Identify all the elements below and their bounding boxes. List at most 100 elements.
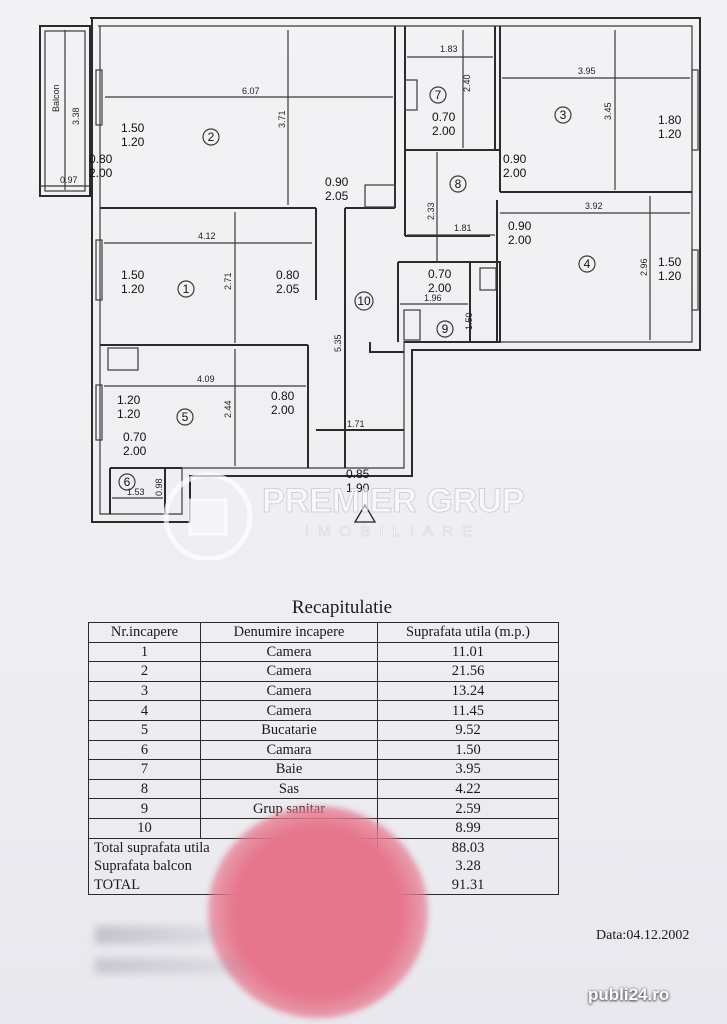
- svg-text:1.20: 1.20: [121, 282, 145, 296]
- svg-text:0.80: 0.80: [271, 389, 295, 403]
- dimension-lines: [40, 30, 690, 499]
- table-cell: Camera: [200, 700, 378, 721]
- interior-walls: [100, 26, 692, 514]
- svg-text:0.85: 0.85: [346, 467, 370, 481]
- table-cell: 8.99: [377, 817, 559, 839]
- svg-text:5.35: 5.35: [333, 334, 343, 352]
- blurred-signature: [95, 918, 245, 998]
- watermark-brand: PREMIER GRUP: [262, 482, 525, 520]
- table-cell: Baie: [200, 759, 378, 780]
- svg-text:4.12: 4.12: [198, 231, 216, 241]
- floor-plan: Balcon: [39, 17, 701, 560]
- table-cell: 11.45: [377, 700, 559, 721]
- column-header: Nr.incapere: [88, 622, 201, 643]
- svg-text:3.92: 3.92: [585, 201, 603, 211]
- svg-text:2.33: 2.33: [426, 202, 436, 220]
- svg-text:3.38: 3.38: [71, 107, 81, 125]
- svg-text:0.80: 0.80: [89, 152, 113, 166]
- table-cell: 3: [88, 680, 201, 702]
- svg-text:0.98: 0.98: [154, 478, 164, 496]
- table-cell: Camera: [200, 661, 378, 682]
- svg-text:1.90: 1.90: [346, 481, 370, 495]
- room-number: 7: [435, 88, 442, 102]
- svg-text:1.50: 1.50: [121, 268, 145, 282]
- watermark-sub: IMOBILIARE: [305, 523, 481, 540]
- room-number: 8: [455, 177, 462, 191]
- svg-text:2.44: 2.44: [223, 400, 233, 418]
- svg-text:2.96: 2.96: [639, 258, 649, 276]
- svg-text:0.70: 0.70: [123, 430, 147, 444]
- table-cell: 9: [88, 798, 201, 819]
- table-cell: 2.59: [377, 798, 559, 819]
- table-cell: 4.22: [377, 778, 559, 800]
- column-header: Denumire incapere: [200, 622, 378, 643]
- table-cell: 1.50: [377, 739, 559, 761]
- svg-text:2.00: 2.00: [428, 281, 452, 295]
- svg-text:1.81: 1.81: [454, 223, 472, 233]
- watermark: PREMIER GRUP IMOBILIARE: [163, 472, 525, 560]
- svg-text:1.50: 1.50: [658, 255, 682, 269]
- balcony-label: Balcon: [51, 84, 61, 112]
- svg-text:1.50: 1.50: [121, 121, 145, 135]
- svg-text:0.97: 0.97: [60, 175, 78, 185]
- table-cell: 8: [88, 778, 201, 800]
- svg-text:1.20: 1.20: [117, 393, 141, 407]
- room-number: 2: [208, 130, 215, 144]
- table-cell: 13.24: [377, 680, 559, 702]
- svg-text:0.90: 0.90: [508, 219, 532, 233]
- dimension-values: 3.38 0.97 6.07 3.71 1.83 2.40 3.95 3.45 …: [60, 44, 649, 497]
- table-cell: Bucatarie: [200, 719, 378, 741]
- room-number: 4: [584, 257, 591, 271]
- svg-text:0.80: 0.80: [276, 268, 300, 282]
- svg-text:2.00: 2.00: [432, 124, 456, 138]
- table-cell: 7: [88, 759, 201, 780]
- svg-text:2.00: 2.00: [123, 444, 147, 458]
- windows: [95, 69, 699, 441]
- svg-text:1.80: 1.80: [658, 113, 682, 127]
- room-number: 10: [357, 294, 371, 308]
- table-cell: 3.95: [377, 759, 559, 780]
- svg-text:0.90: 0.90: [503, 152, 527, 166]
- svg-text:1.20: 1.20: [117, 407, 141, 421]
- svg-text:2.40: 2.40: [462, 74, 472, 92]
- svg-text:1.20: 1.20: [121, 135, 145, 149]
- svg-text:1.20: 1.20: [658, 269, 682, 283]
- stamp: [208, 806, 428, 1018]
- table-cell: 10: [88, 817, 201, 839]
- svg-text:1.83: 1.83: [440, 44, 458, 54]
- svg-text:2.00: 2.00: [503, 166, 527, 180]
- svg-text:2.05: 2.05: [276, 282, 300, 296]
- svg-text:1.53: 1.53: [127, 487, 145, 497]
- svg-text:1.71: 1.71: [347, 419, 365, 429]
- svg-text:3.45: 3.45: [603, 102, 613, 120]
- column-header: Suprafata utila (m.p.): [377, 622, 559, 643]
- table-cell: Sas: [200, 778, 378, 800]
- svg-text:3.71: 3.71: [277, 110, 287, 128]
- room-number: 3: [560, 108, 567, 122]
- svg-text:3.95: 3.95: [578, 66, 596, 76]
- room-number: 9: [442, 322, 449, 336]
- svg-text:1.20: 1.20: [658, 127, 682, 141]
- svg-text:0.70: 0.70: [428, 267, 452, 281]
- svg-text:0.70: 0.70: [432, 110, 456, 124]
- svg-text:4.09: 4.09: [197, 374, 215, 384]
- svg-text:2.00: 2.00: [508, 233, 532, 247]
- svg-text:2.00: 2.00: [271, 403, 295, 417]
- room-number: 5: [182, 410, 189, 424]
- total-value: 3.28: [377, 857, 559, 876]
- table-cell: 5: [88, 719, 201, 741]
- table-cell: 11.01: [377, 641, 559, 663]
- recap-title: Recapitulatie: [291, 597, 393, 618]
- svg-text:0.90: 0.90: [325, 175, 349, 189]
- site-watermark: publi24.ro: [588, 985, 670, 1004]
- table-cell: 4: [88, 700, 201, 721]
- table-cell: 21.56: [377, 661, 559, 682]
- svg-text:2.05: 2.05: [325, 189, 349, 203]
